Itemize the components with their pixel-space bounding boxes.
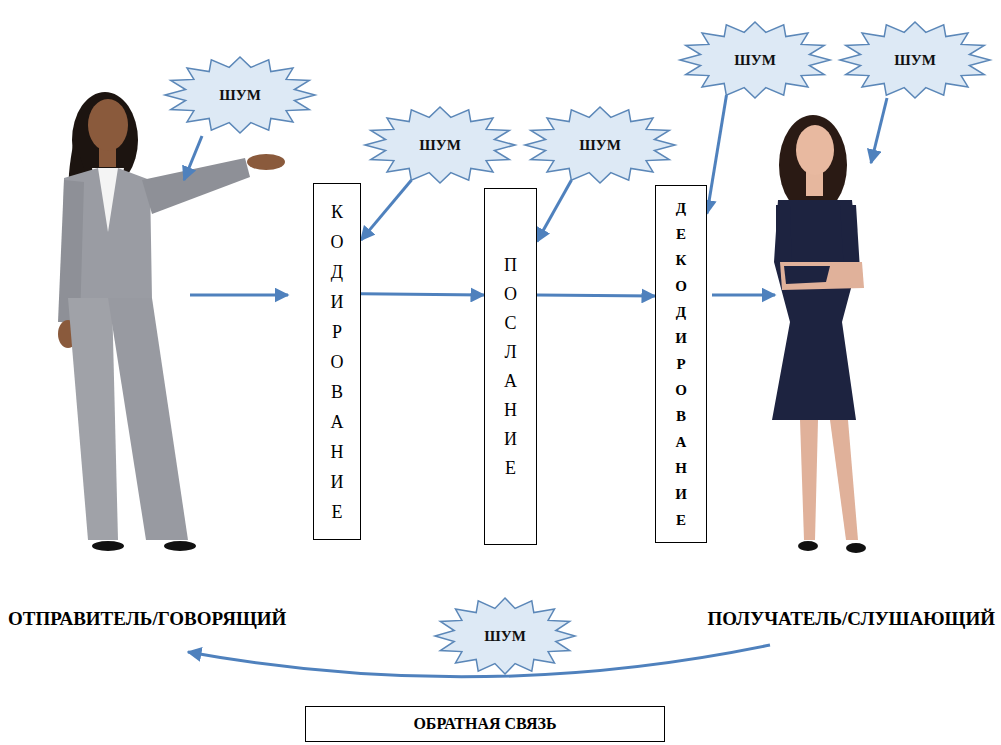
feedback-box: ОБРАТНАЯ СВЯЗЬ [305,706,665,742]
noise-burst: ШУМ [365,107,515,183]
noise-label: ШУМ [219,87,261,104]
noise-burst-outline [525,107,675,183]
flow-connector [361,294,484,295]
stage-label: КОДИРОВАНИЕ [328,197,346,527]
process-box: КОДИРОВАНИЕ [313,183,361,540]
noise-burst-outline [840,22,990,98]
noise-burst: ШУМ [165,57,315,133]
flow-arrow [190,294,288,297]
flow-connector [537,180,572,242]
role-label: ПОЛУЧАТЕЛЬ/СЛУШАЮЩИЙ [707,608,995,630]
stage-label: ДЕКОДИРОВАНИЕ [674,195,689,533]
process-box: ПОСЛАНИЕ [484,188,537,545]
role-label: ОТПРАВИТЕЛЬ/ГОВОРЯЩИЙ [8,608,286,630]
noise-burst-outline [680,22,830,98]
receiver-figure [772,115,866,553]
noise-arrow [184,136,202,180]
noise-burst: ШУМ [680,22,830,98]
noise-burst-outline [165,57,315,133]
noise-burst: ШУМ [840,22,990,98]
noise-burst: ШУМ [435,598,575,674]
feedback-label: ОБРАТНАЯ СВЯЗЬ [413,715,556,733]
stage-label: ПОСЛАНИЕ [502,251,520,483]
noise-label: ШУМ [734,52,776,69]
flow-connector [537,294,655,298]
noise-label: ШУМ [579,137,621,154]
noise-label: ШУМ [484,628,526,645]
noise-burst-outline [435,598,575,674]
process-box: ДЕКОДИРОВАНИЕ [655,185,707,543]
flow-connector [707,95,727,214]
noise-arrow [871,98,887,163]
flow-arrow [712,294,775,297]
noise-burst: ШУМ [525,107,675,183]
noise-label: ШУМ [419,137,461,154]
noise-label: ШУМ [894,52,936,69]
sender-figure [58,92,285,551]
flow-arrows [184,98,887,677]
noise-burst-outline [365,107,515,183]
flow-connector [361,180,412,240]
